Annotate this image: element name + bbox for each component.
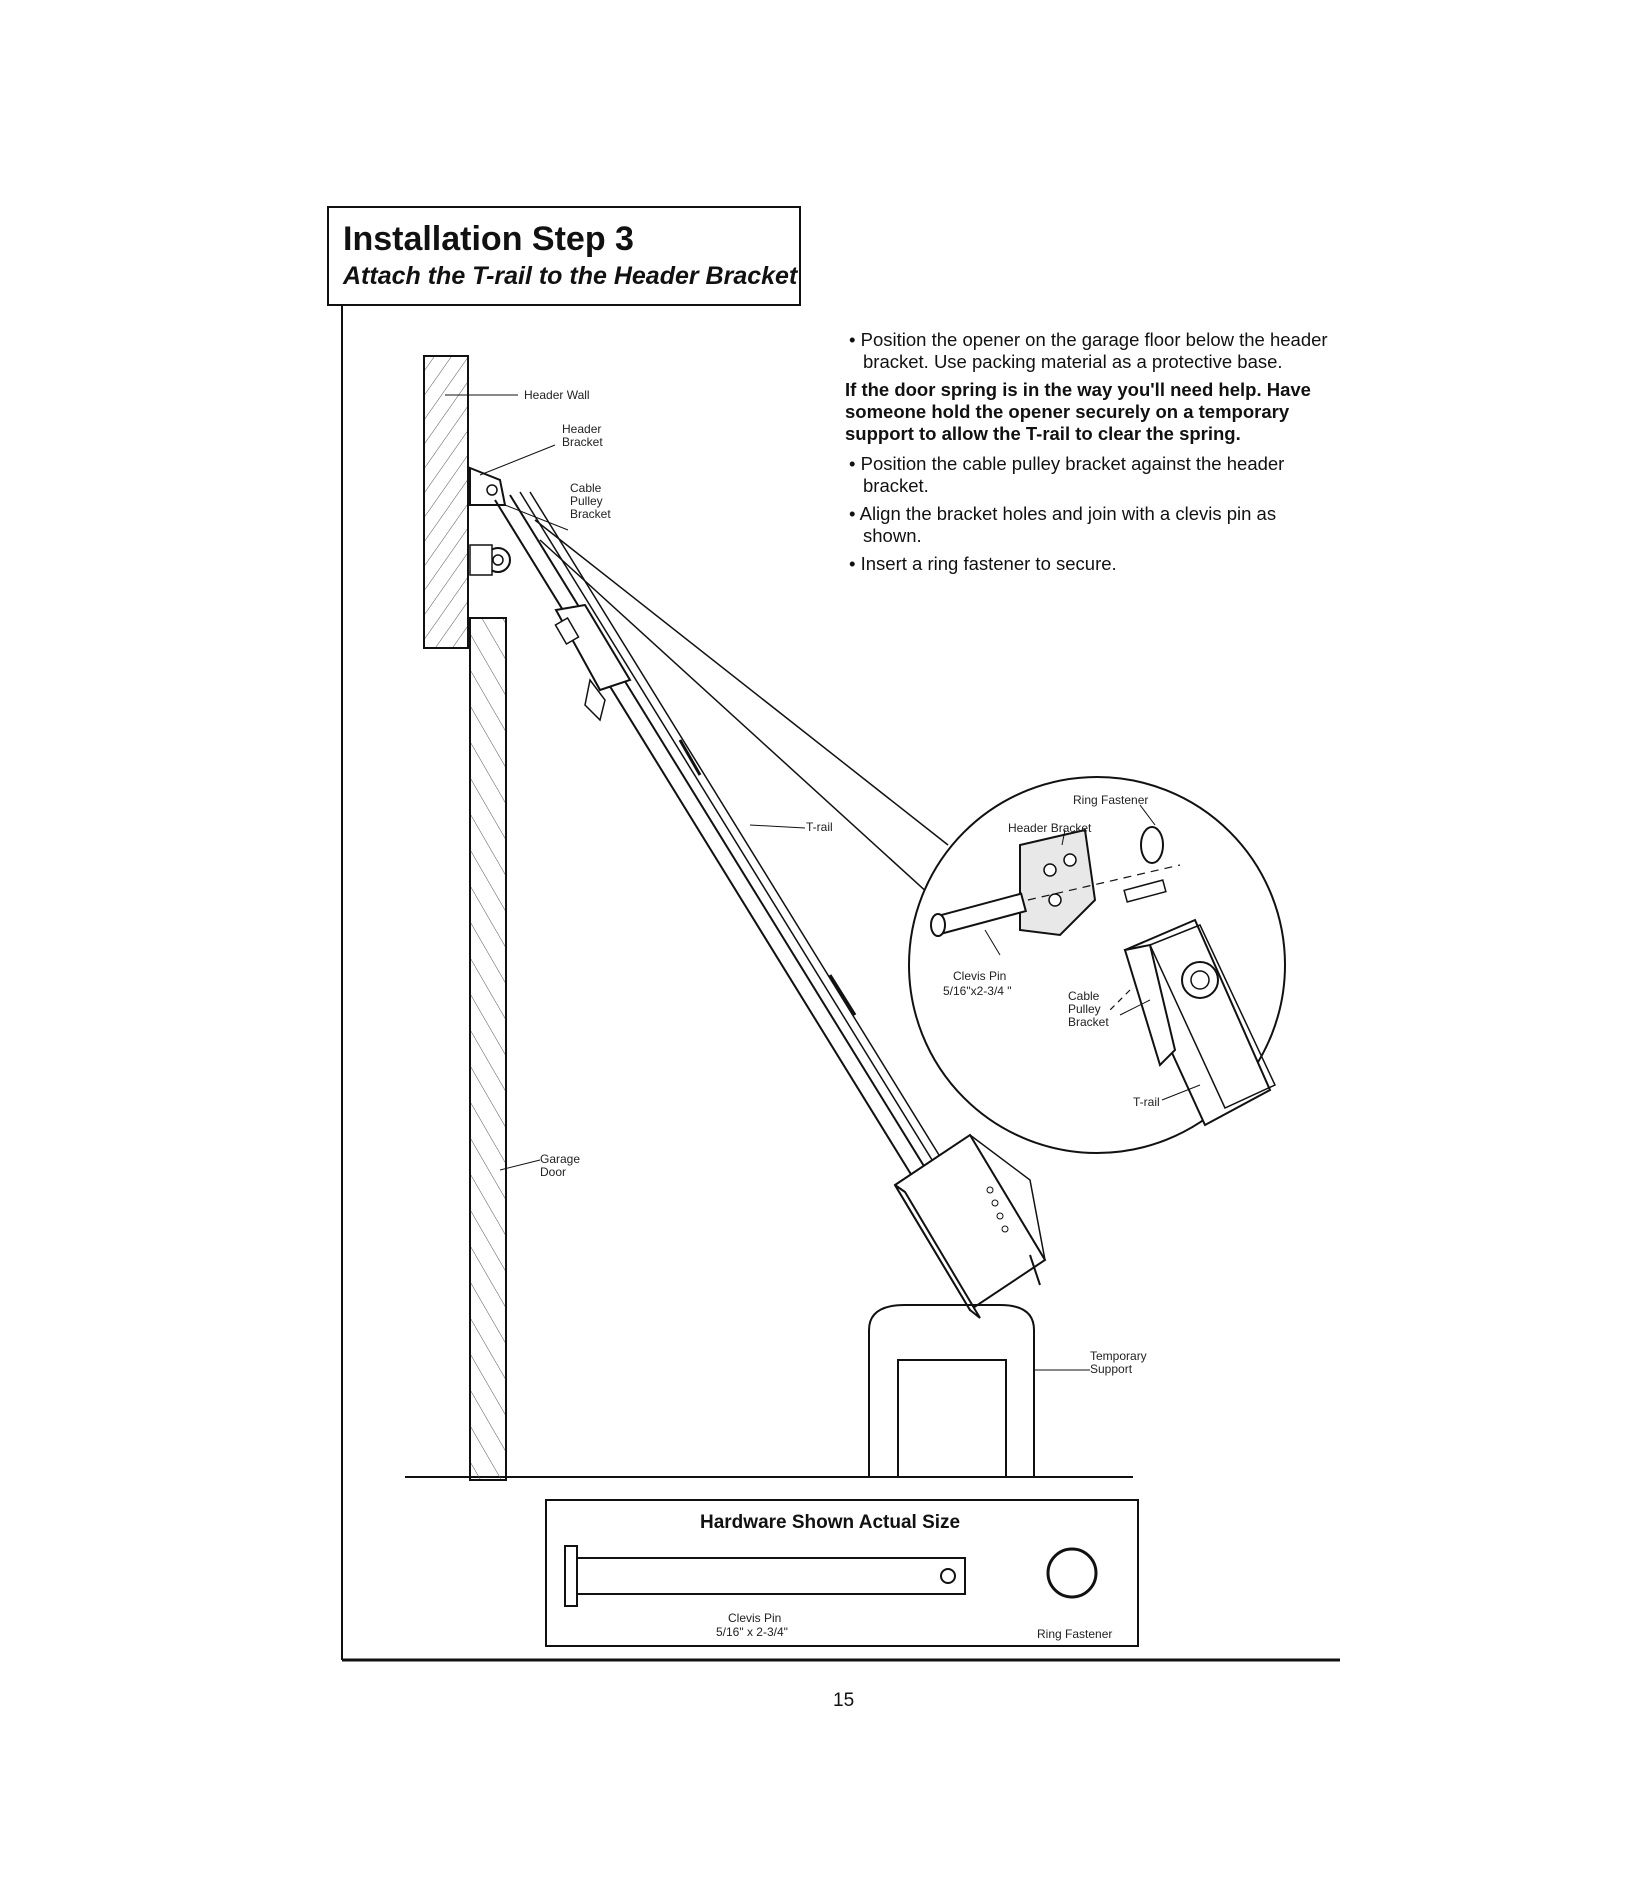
opener-unit-drawing bbox=[893, 1133, 1047, 1319]
detail-label-clevis-pin-size: 5/16"x2-3/4 " bbox=[943, 984, 1012, 998]
hardware-title: Hardware Shown Actual Size bbox=[700, 1512, 961, 1533]
instruction-bullet: • Align the bracket holes and join with … bbox=[849, 503, 1277, 546]
garage-door bbox=[469, 617, 507, 1481]
detail-label-ring-fastener: Ring Fastener bbox=[1073, 793, 1149, 807]
label-cable-pulley-bracket: Cable Pulley Bracket bbox=[570, 481, 611, 521]
t-rail-drawing bbox=[494, 491, 1006, 1271]
header-bracket-drawing bbox=[469, 466, 511, 576]
label-header-bracket: Header Bracket bbox=[562, 422, 603, 449]
hardware-clevis-pin: Clevis Pin bbox=[728, 1611, 782, 1625]
hardware-box bbox=[545, 1499, 1139, 1647]
warning-text: If the door spring is in the way you'll … bbox=[845, 379, 1311, 444]
label-t-rail: T-rail bbox=[806, 820, 833, 834]
label-header-wall: Header Wall bbox=[524, 388, 590, 402]
page-number: 15 bbox=[833, 1690, 855, 1711]
instruction-bullet: • Insert a ring fastener to secure. bbox=[849, 553, 1117, 574]
step-header: Installation Step 3 Attach the T-rail to… bbox=[327, 206, 801, 306]
label-temporary-support: Temporary Support bbox=[1090, 1349, 1147, 1376]
detail-circle bbox=[908, 776, 1286, 1154]
detail-label-clevis-pin: Clevis Pin bbox=[953, 969, 1007, 983]
header-wall bbox=[423, 355, 469, 649]
step-subtitle: Attach the T-rail to the Header Bracket bbox=[343, 262, 798, 290]
hardware-clevis-pin-size: 5/16" x 2-3/4" bbox=[716, 1625, 788, 1639]
detail-label-t-rail: T-rail bbox=[1133, 1095, 1160, 1109]
hardware-ring-fastener: Ring Fastener bbox=[1037, 1627, 1113, 1641]
temporary-support-drawing bbox=[868, 1304, 1035, 1478]
step-title: Installation Step 3 bbox=[343, 220, 634, 258]
instruction-bullet: • Position the cable pulley bracket agai… bbox=[849, 453, 1285, 496]
detail-label-header-bracket: Header Bracket bbox=[1008, 821, 1092, 835]
instructions: • Position the opener on the garage floo… bbox=[845, 329, 1335, 581]
label-garage-door: Garage Door bbox=[540, 1152, 581, 1179]
instruction-bullet: • Position the opener on the garage floo… bbox=[849, 329, 1328, 372]
detail-label-cable-pulley-bracket: Cable Pulley Bracket bbox=[1068, 989, 1109, 1029]
